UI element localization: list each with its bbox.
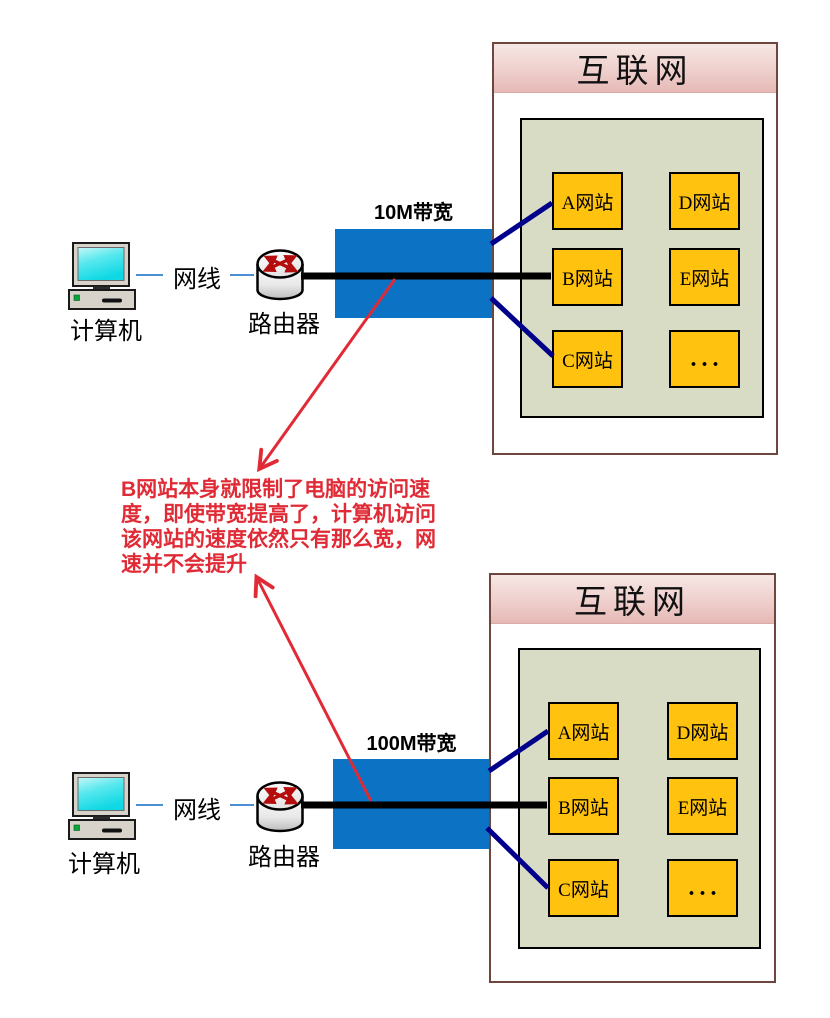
site-box-a: A网站 [548,702,619,760]
site-box-e: E网站 [667,777,738,835]
annotation-line: B网站本身就限制了电脑的访问速 [121,478,431,501]
computer-label: 计算机 [70,319,142,345]
site-box-more: ... [669,330,740,388]
cable-label: 网线 [164,259,230,294]
site-box-d: D网站 [667,702,738,760]
site-box-c: C网站 [548,859,619,917]
router-icon [253,780,307,836]
bandwidth-label: 100M带宽 [366,733,457,755]
computer-icon [65,241,145,311]
router-label: 路由器 [248,312,320,338]
annotation-line: 速并不会提升 [121,553,247,576]
router-label: 路由器 [248,845,320,871]
annotation-line: 度，即使带宽提高了，计算机访问 [121,503,436,526]
annotation-text: B网站本身就限制了电脑的访问速 度，即使带宽提高了，计算机访问 该网站的速度依然… [121,477,473,577]
internet-title: 互联网 [491,575,774,624]
computer-icon [65,771,145,841]
router-icon [253,248,307,304]
internet-title: 互联网 [494,44,776,93]
site-box-b: B网站 [552,248,623,306]
site-box-a: A网站 [552,172,623,230]
site-box-b: B网站 [548,777,619,835]
site-box-d: D网站 [669,172,740,230]
computer-label: 计算机 [68,852,140,878]
site-box-more: ... [667,859,738,917]
site-box-e: E网站 [669,248,740,306]
bandwidth-label: 10M带宽 [374,202,453,224]
site-box-c: C网站 [552,330,623,388]
bandwidth-pipe [335,229,492,318]
annotation-line: 该网站的速度依然只有那么宽，网 [121,528,436,551]
bandwidth-pipe [333,759,490,849]
cable-label: 网线 [164,790,230,825]
